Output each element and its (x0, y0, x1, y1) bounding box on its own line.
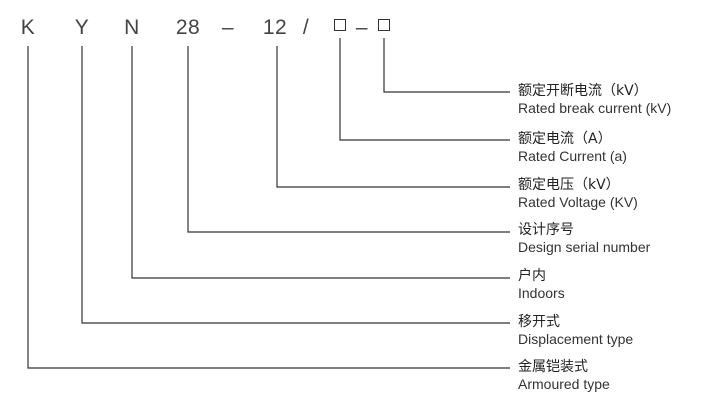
label-en: Armoured type (518, 376, 610, 392)
leader-indoors (131, 46, 510, 279)
label-cn: 额定开断电流（kV） (518, 83, 648, 99)
leader-armoured-type (27, 46, 510, 369)
label-en: Rated break current (kV) (518, 100, 672, 116)
leader-rated-voltage (276, 46, 510, 188)
code-placeholder-box-current (334, 19, 346, 31)
label-cn: 额定电流（A） (518, 131, 612, 147)
label-cn: 额定电压（kV） (518, 177, 620, 193)
code-letter-n: N (124, 16, 140, 39)
label-rated-voltage: 额定电压（kV） Rated Voltage (KV) (518, 177, 638, 211)
code-design-number: 28 (175, 16, 201, 39)
label-indoors: 户内 Indoors (518, 268, 565, 302)
label-rated-break-current: 额定开断电流（kV） Rated break current (kV) (518, 83, 671, 117)
leader-design-serial-number (187, 46, 510, 233)
leader-displacement-type (81, 46, 510, 324)
label-en: Displacement type (518, 331, 634, 347)
label-en: Design serial number (518, 239, 651, 255)
label-cn: 金属铠装式 (518, 359, 588, 375)
code-dash-tail: – (355, 16, 369, 39)
leader-rated-current (339, 38, 510, 141)
label-armoured-type: 金属铠装式 Armoured type (518, 359, 610, 393)
code-letter-y: Y (74, 16, 90, 39)
label-rated-current: 额定电流（A） Rated Current (a) (518, 131, 627, 165)
leader-rated-break-current (383, 38, 510, 93)
code-dash: – (221, 16, 235, 39)
label-cn: 移开式 (518, 314, 560, 330)
label-displacement-type: 移开式 Displacement type (518, 314, 633, 348)
code-rated-voltage: 12 (262, 16, 288, 39)
code-letter-k: K (20, 16, 36, 39)
label-design-serial-number: 设计序号 Design serial number (518, 222, 650, 256)
label-en: Indoors (518, 285, 565, 301)
label-en: Rated Voltage (KV) (518, 194, 638, 210)
label-en: Rated Current (a) (518, 148, 627, 164)
label-cn: 户内 (518, 268, 546, 284)
label-cn: 设计序号 (518, 222, 574, 238)
code-slash: / (302, 16, 310, 39)
code-placeholder-box-break-current (378, 19, 390, 31)
